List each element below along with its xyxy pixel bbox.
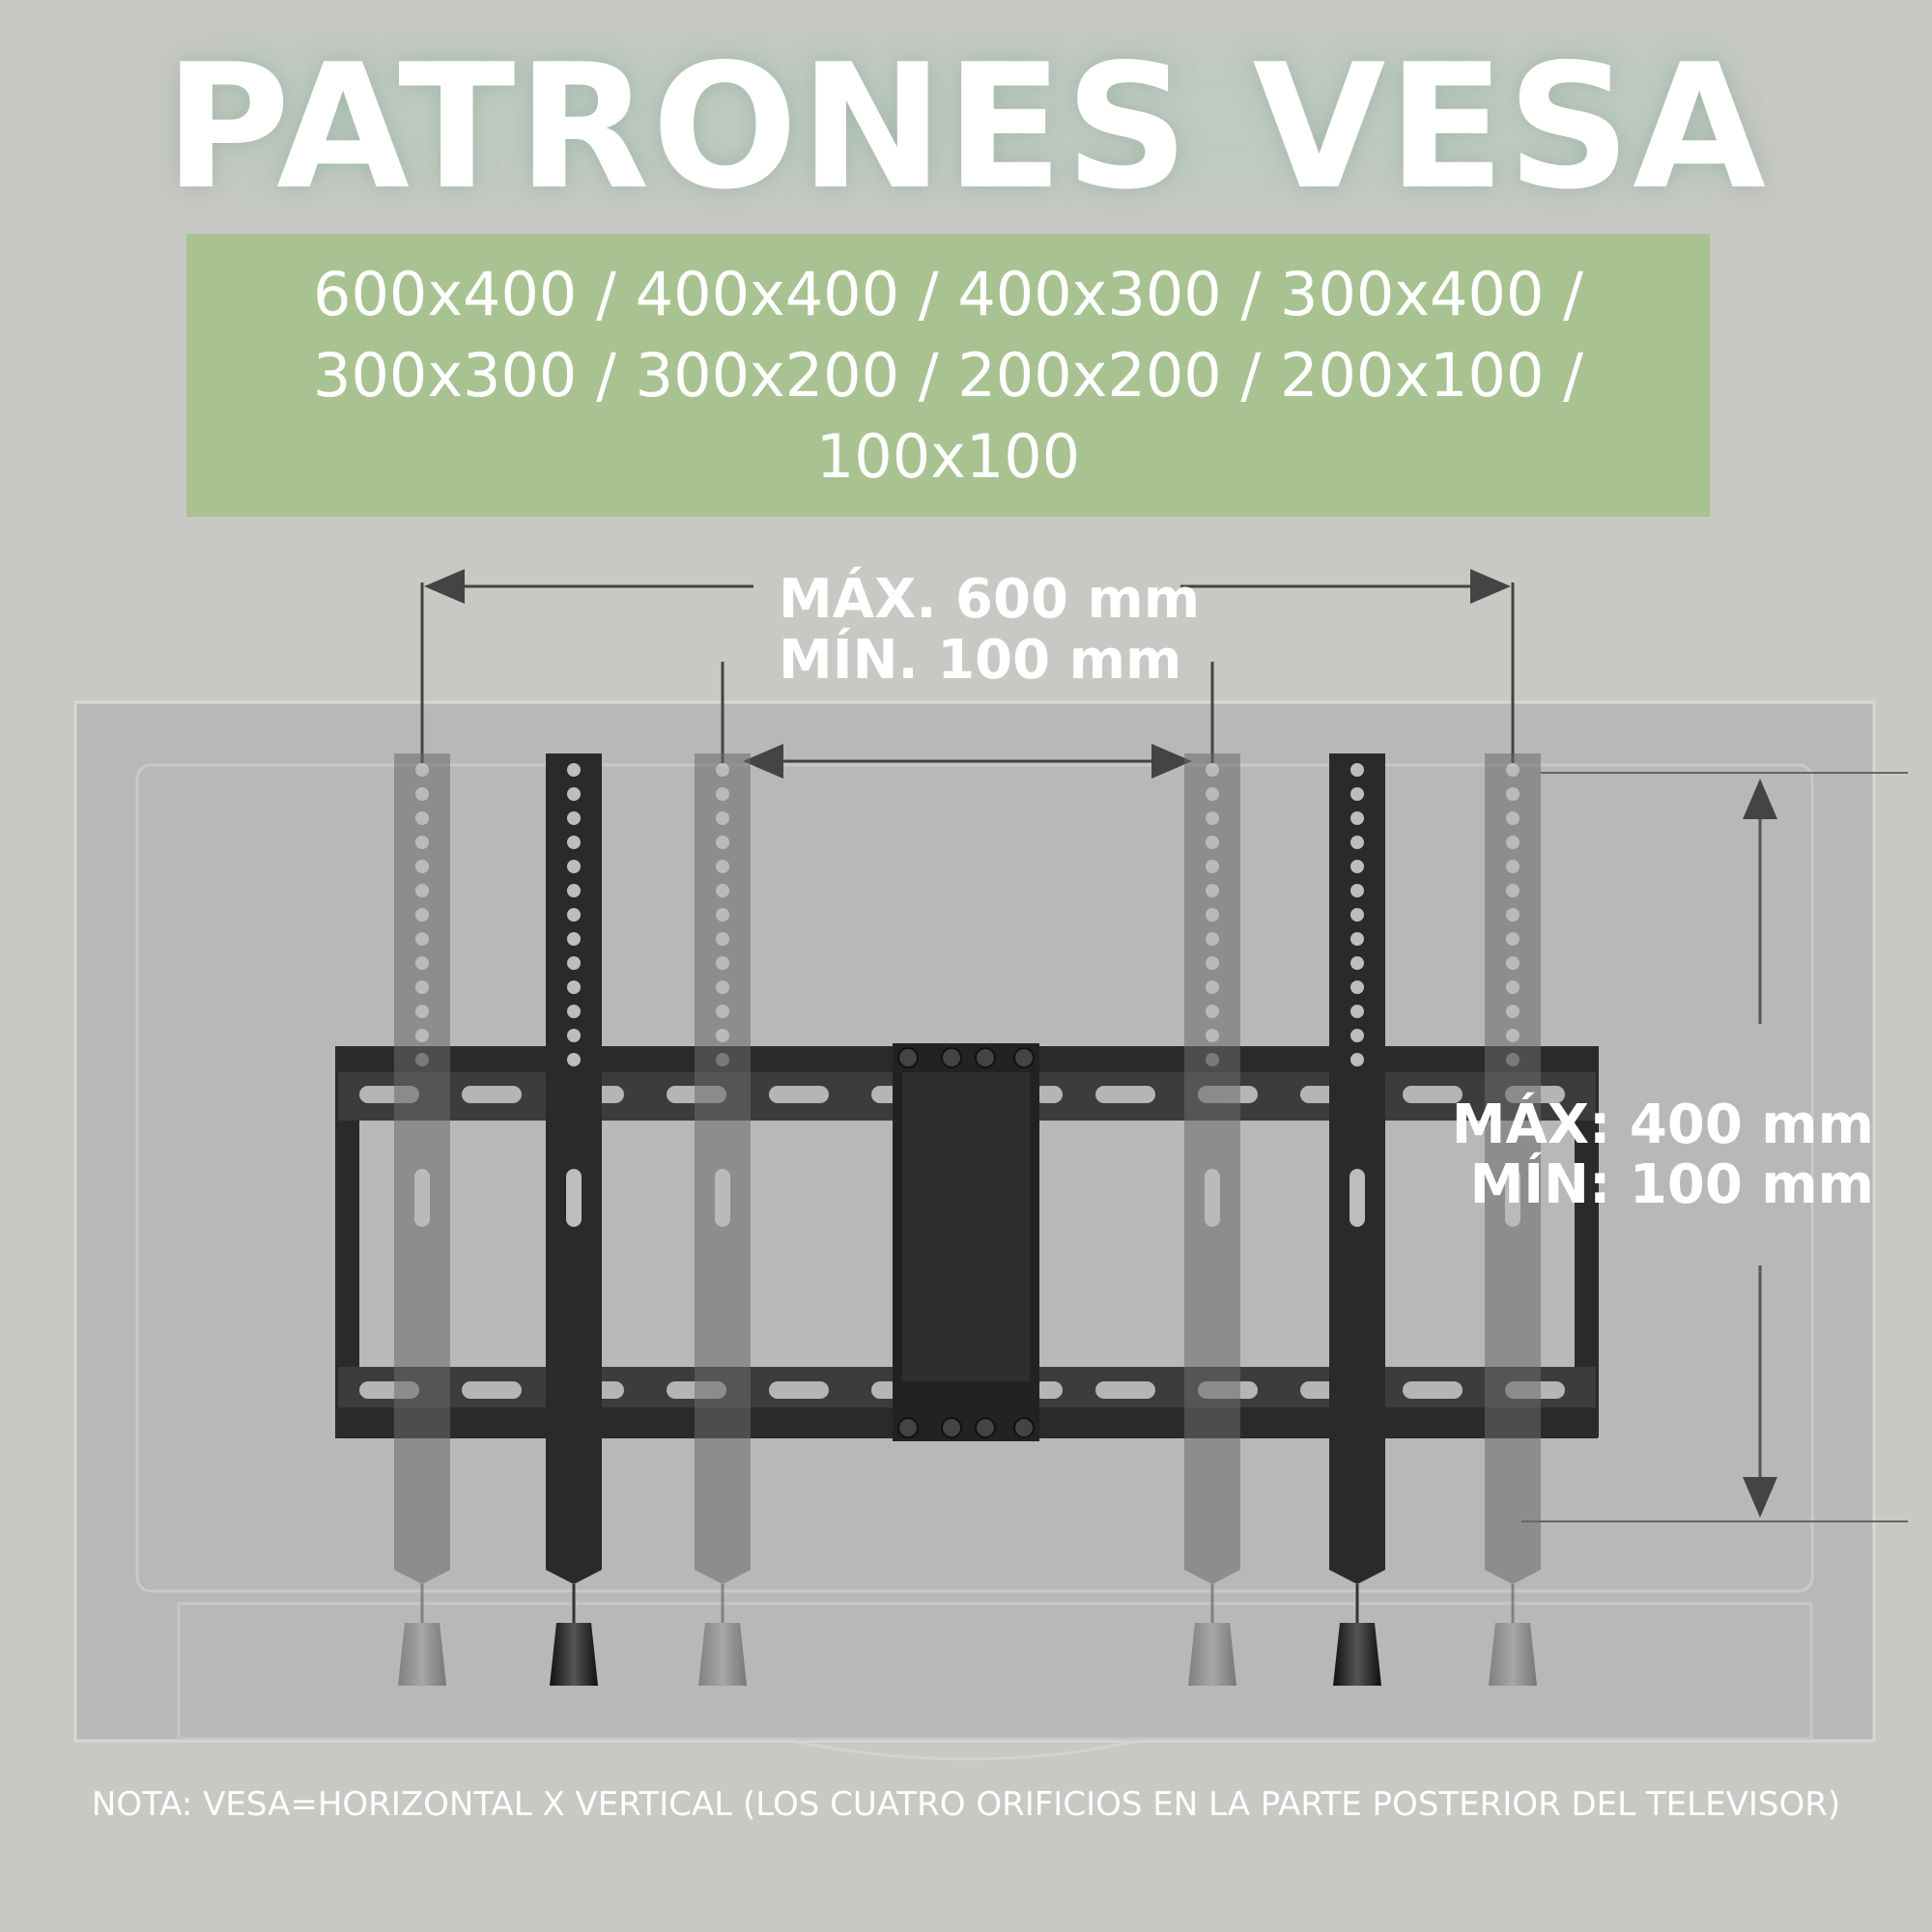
mounting-arm-3	[695, 753, 751, 1686]
mounting-arm-1	[394, 753, 450, 1686]
title-glow	[222, 43, 1729, 188]
min-width-label: MÍN. 100 mm	[779, 629, 1182, 692]
vesa-patterns-line-2: 300x300 / 300x200 / 200x200 / 200x100 /	[313, 340, 1583, 411]
vesa-note: NOTA: VESA=HORIZONTAL X VERTICAL (LOS CU…	[91, 1785, 1841, 1824]
tv-lower-panel	[177, 1602, 1813, 1741]
tv-inner-panel	[135, 763, 1814, 1593]
vesa-patterns-box	[186, 234, 1710, 517]
mounting-arm-6	[1485, 753, 1541, 1686]
max-width-label: MÁX. 600 mm	[779, 568, 1201, 631]
vesa-patterns-line-1: 600x400 / 400x400 / 400x300 / 300x400 /	[313, 259, 1583, 329]
mounting-arm-4	[1184, 753, 1240, 1686]
mounting-arm-2	[546, 753, 602, 1686]
min-height-label: MÍN: 100 mm	[1469, 1153, 1874, 1216]
page-title: PATRONES VESA	[164, 27, 1768, 227]
mounting-arm-5	[1329, 753, 1385, 1686]
vesa-patterns-line-3: 100x100	[815, 421, 1081, 492]
tv-stand-notch	[791, 1739, 1141, 1761]
max-height-label: MÁX: 400 mm	[1451, 1094, 1874, 1156]
